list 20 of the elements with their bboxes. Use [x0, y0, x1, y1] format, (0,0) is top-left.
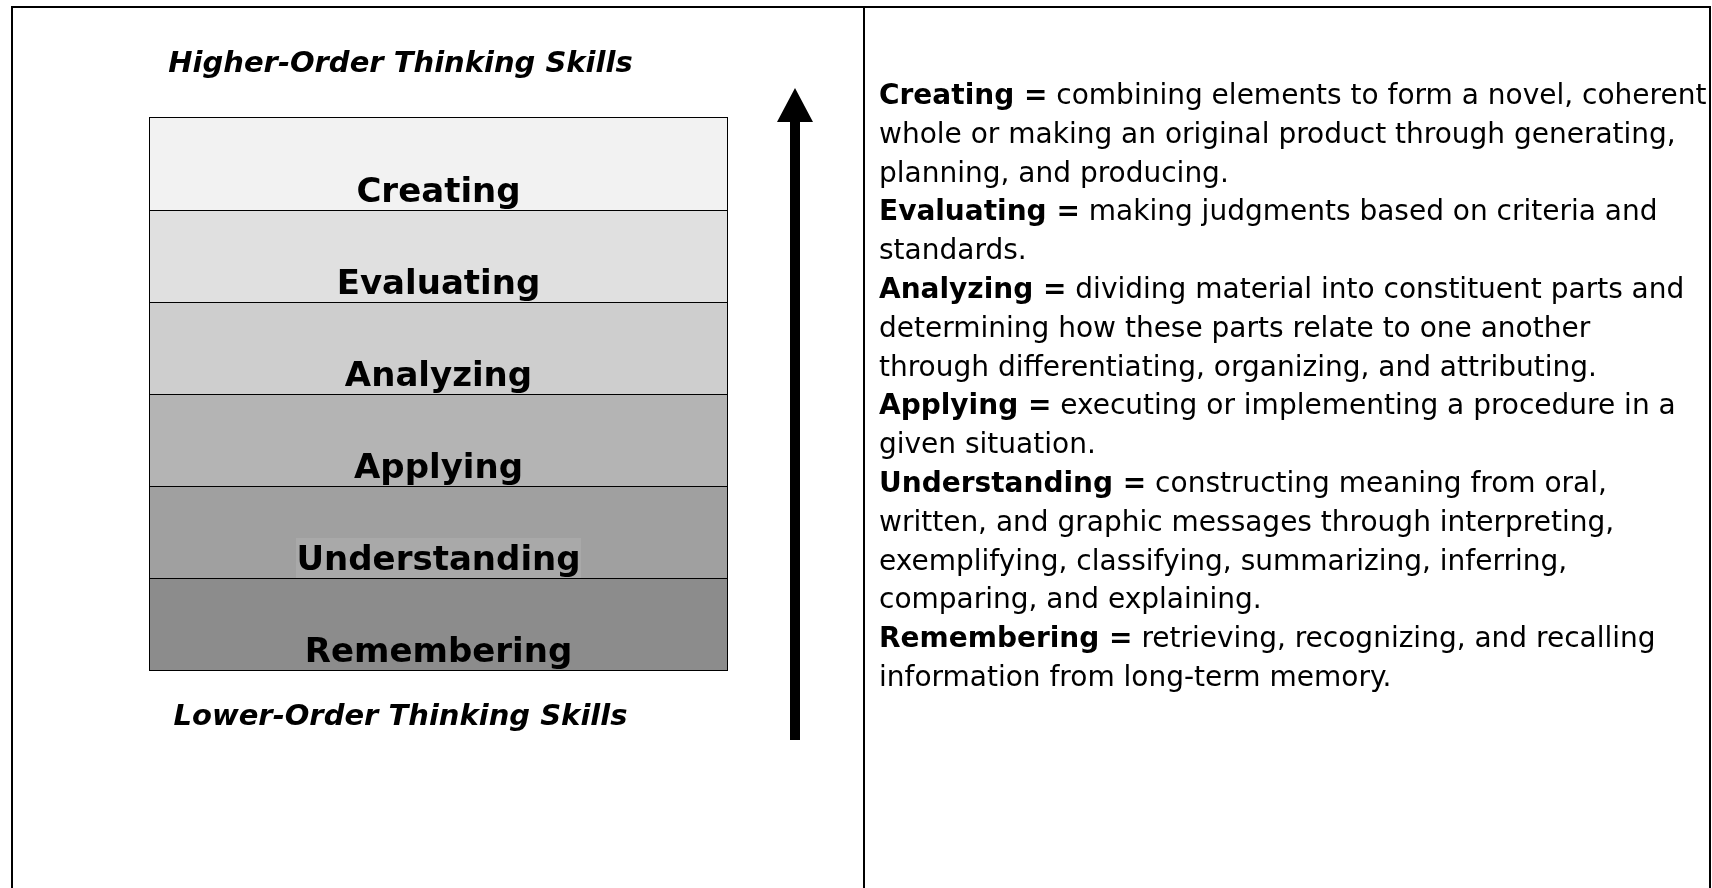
definition-text: Analyzing = dividing material into constituent parts and determining how these parts relate to one another through differentiating, organizing, and attributing.: [879, 271, 1686, 385]
level-band: [150, 118, 727, 210]
level-label: Analyzing: [344, 354, 533, 394]
definition-text: Creating = combining elements to form a novel, coherent whole or making an original product through generating, planning, and producing.: [879, 77, 1708, 191]
level-label: Evaluating: [336, 262, 541, 302]
level-band: [150, 210, 727, 302]
heading: Higher-Order Thinking Skills: [167, 45, 634, 79]
definition-text: Applying = executing or implementing a procedure in a given situation.: [879, 387, 1677, 463]
level-band: [150, 578, 727, 670]
level-label: Applying: [354, 446, 523, 486]
definition-text: Remembering = retrieving, recognizing, and recalling information from long-term memory.: [879, 620, 1657, 695]
level-label: Remembering: [304, 630, 573, 670]
level-band: [150, 486, 727, 578]
level-band: [150, 302, 727, 394]
definition-text: Understanding = constructing meaning from oral, written, and graphic messages through interpreting, exemplifying, classifying, summarizing, inferring, comparing, and explaining.: [879, 464, 1616, 618]
level-label: Creating: [356, 170, 521, 210]
heading: Lower-Order Thinking Skills: [172, 698, 629, 732]
level-label: Understanding: [296, 538, 581, 578]
level-band: [150, 394, 727, 486]
definition-text: Evaluating = making judgments based on criteria and standards.: [879, 193, 1659, 269]
